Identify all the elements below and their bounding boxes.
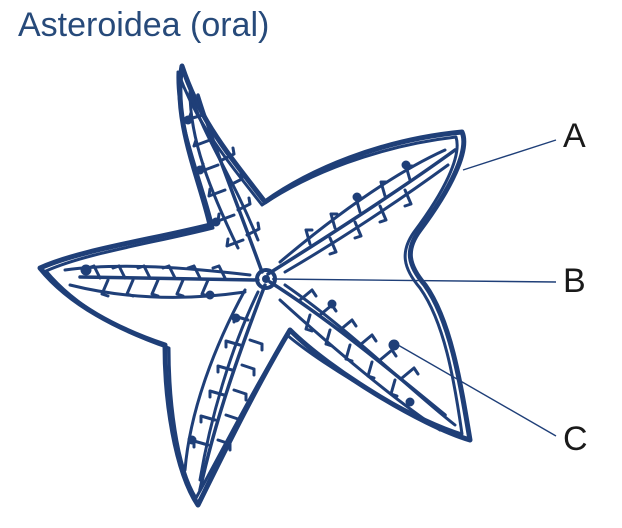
arm-bottom-inner [183,288,260,482]
label-b: B [563,262,586,300]
tube-feet-bottom-arm [187,313,264,452]
tube-feet-lower-right-arm [298,288,420,407]
tube-feet-left-arm [80,264,227,300]
body-outline [37,63,473,508]
diagram-title: Asteroidea (oral) [18,6,270,44]
groove-lower-right [268,280,447,417]
tube-feet-upper-right-arm [304,160,414,256]
mouth-inner [262,275,270,283]
leader-line-c [397,344,557,437]
groove-bottom [198,283,267,492]
label-a: A [563,117,586,155]
label-c: C [563,420,588,458]
groove-left [78,275,260,282]
leader-line-a [462,139,557,171]
groove-upper-right [266,148,457,276]
tube-feet-top-arm [183,111,261,248]
body-outline-inner-trace [44,70,464,500]
leader-line-b [271,278,557,283]
